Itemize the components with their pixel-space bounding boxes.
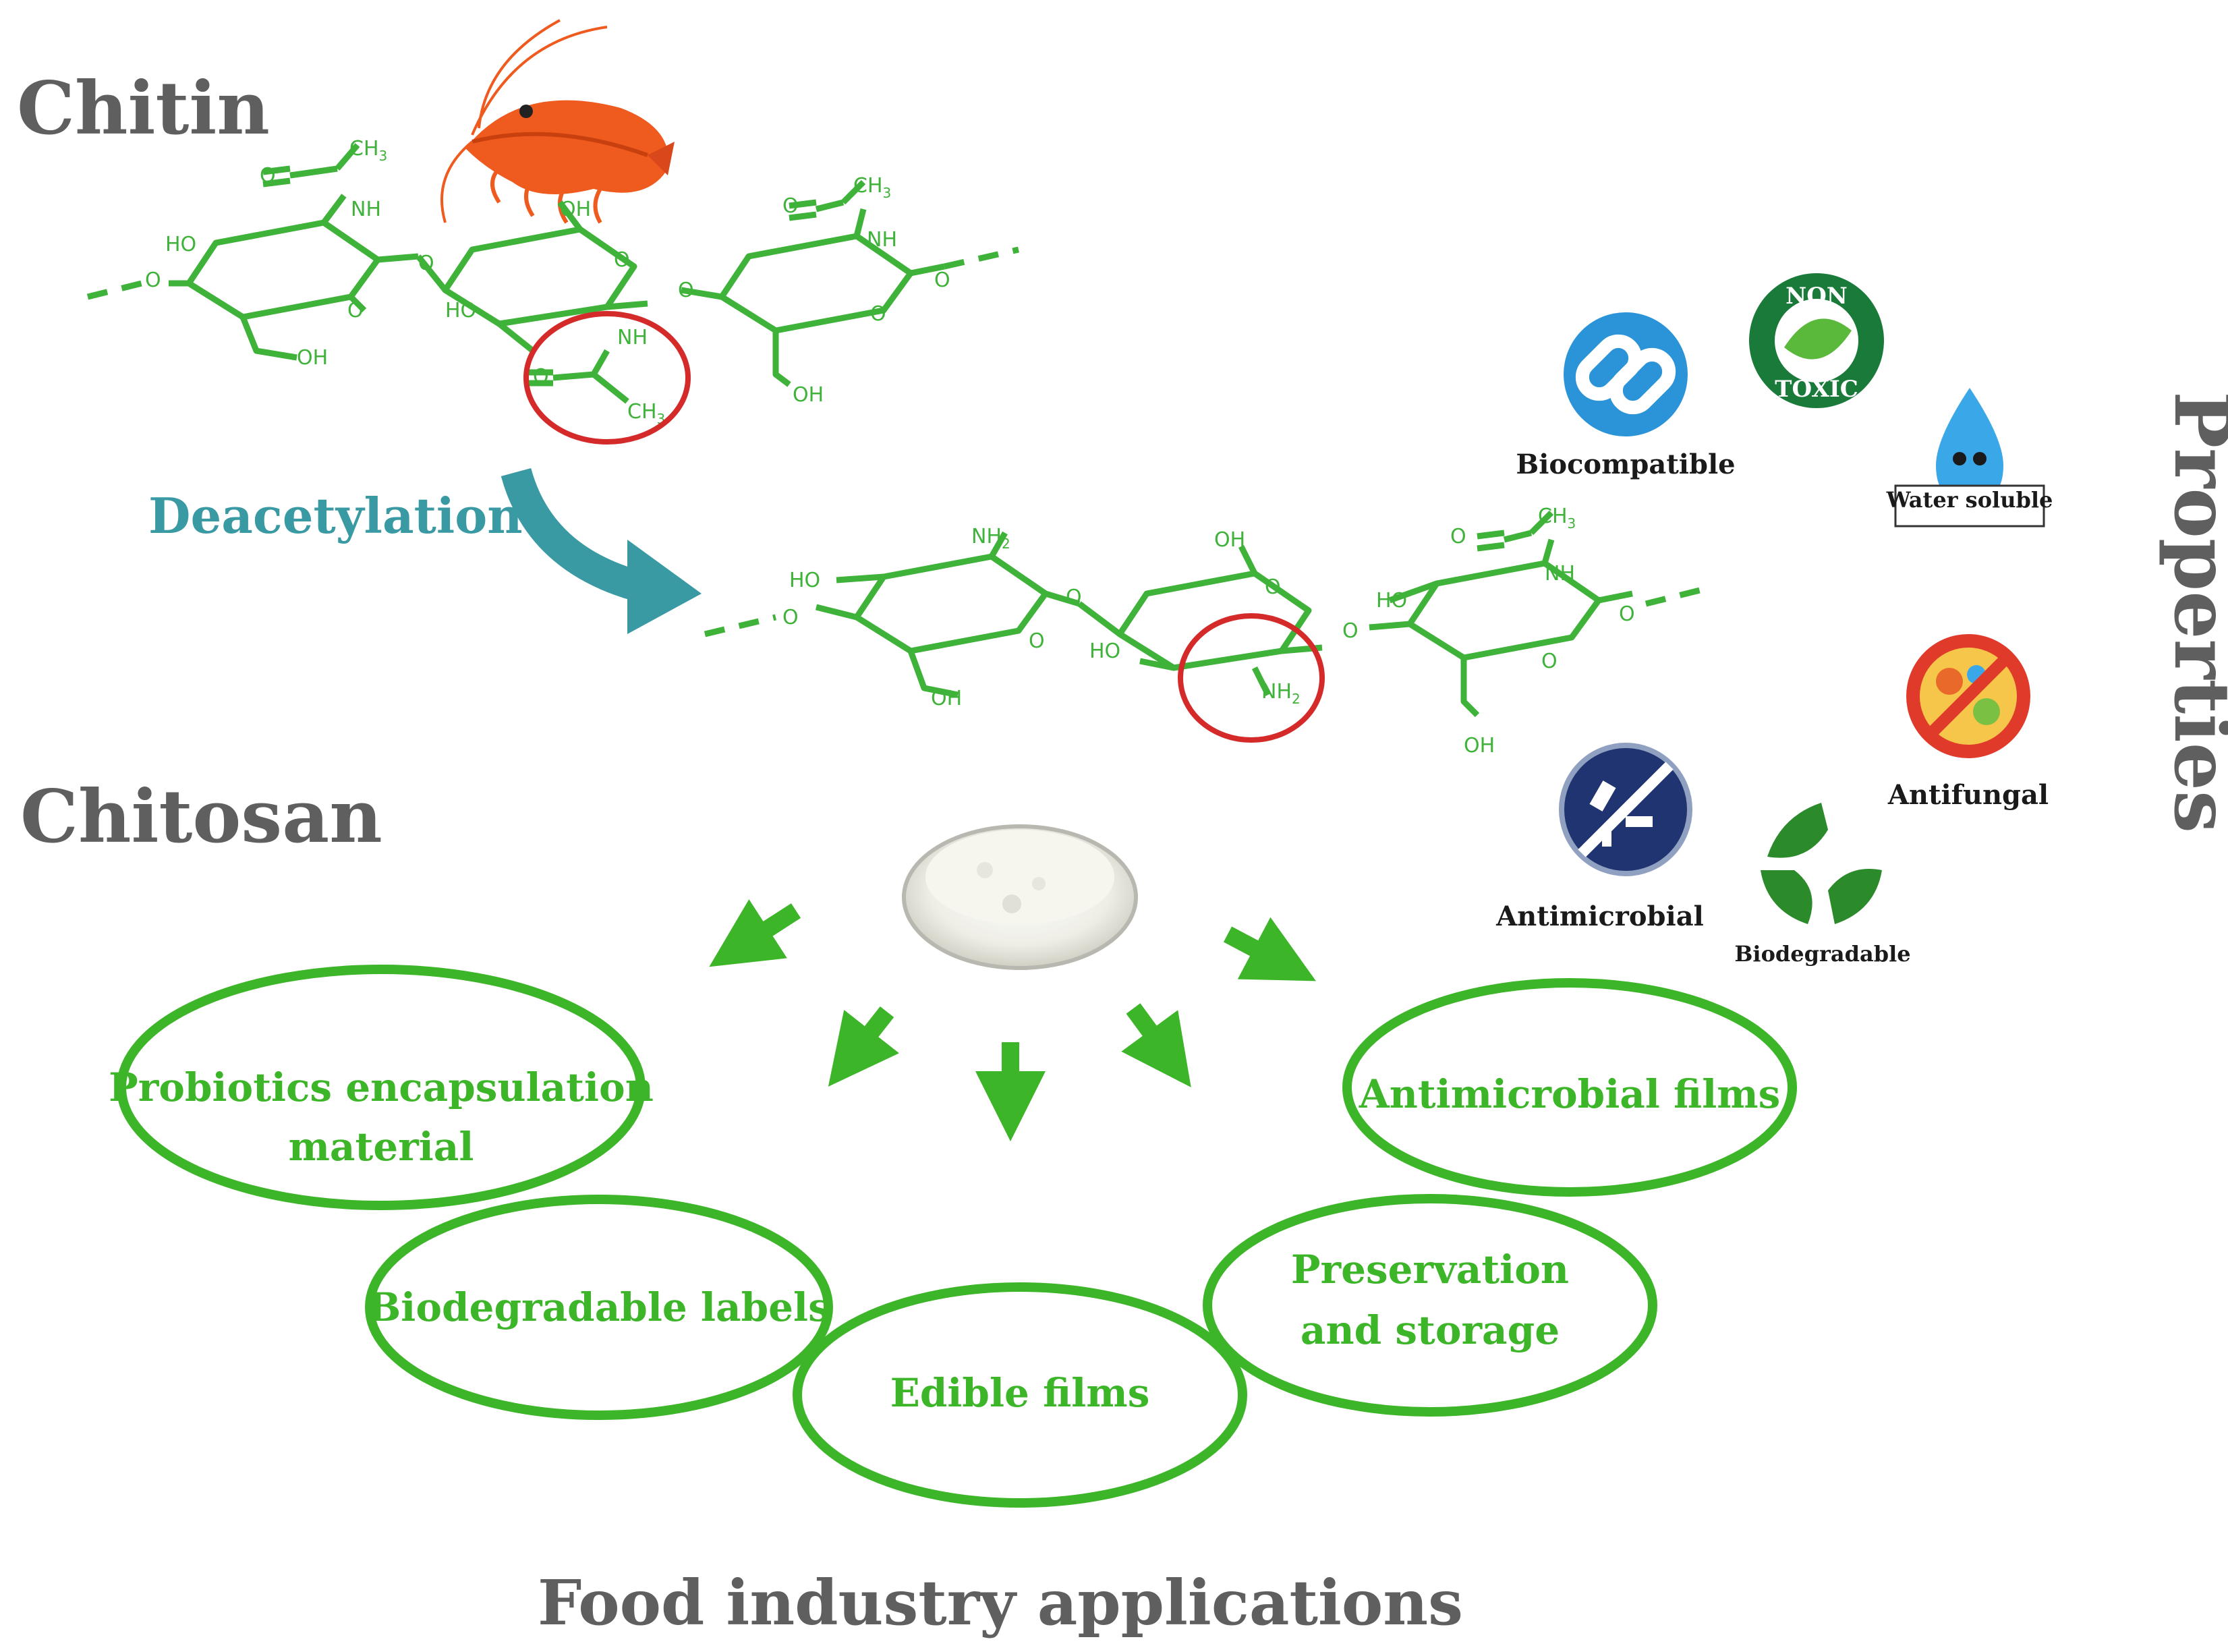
svg-text:O: O — [782, 606, 799, 629]
svg-text:Antimicrobial films: Antimicrobial films — [1359, 1071, 1781, 1117]
arrow-to-preservation — [1121, 1003, 1191, 1087]
svg-text:HO: HO — [165, 233, 196, 256]
svg-text:CH3: CH3 — [349, 137, 387, 164]
svg-text:OH: OH — [1214, 528, 1245, 552]
biodegradable-property: Biodegradable — [1734, 803, 1911, 967]
svg-text:Probiotics encapsulation: Probiotics encapsulation — [109, 1064, 654, 1110]
svg-text:O: O — [260, 164, 276, 188]
water-soluble-label: Water soluble — [1886, 487, 2053, 513]
antifungal-label: Antifungal — [1887, 779, 2049, 811]
water-soluble-property: Water soluble — [1886, 388, 2053, 528]
svg-text:OH: OH — [793, 383, 824, 407]
svg-text:Preservation: Preservation — [1291, 1247, 1569, 1292]
application-preservation: Preservation and storage — [1203, 1194, 1657, 1417]
svg-text:HO: HO — [789, 569, 820, 592]
svg-text:CH3: CH3 — [1538, 505, 1576, 532]
svg-text:O: O — [614, 248, 630, 272]
svg-text:NH: NH — [351, 198, 381, 221]
svg-text:TOXIC: TOXIC — [1775, 376, 1858, 403]
chitin-labels: CH3 O NH HO O O O OH OH O HO NH O CH3 O … — [145, 137, 950, 427]
svg-text:O: O — [870, 302, 886, 326]
deacetylation-label: Deacetylation — [148, 487, 523, 544]
chitosan-title: Chitosan — [20, 774, 382, 859]
svg-text:O: O — [1029, 629, 1045, 653]
svg-text:and storage: and storage — [1301, 1307, 1560, 1353]
svg-text:NH2: NH2 — [1261, 680, 1301, 707]
svg-text:O: O — [1619, 602, 1635, 626]
chitosan-structure — [704, 510, 1715, 718]
arrow-to-antimicrobial-films — [1223, 917, 1316, 981]
svg-text:O: O — [418, 252, 434, 275]
non-toxic-property: NON TOXIC — [1749, 273, 1884, 408]
antimicrobial-property: Antimicrobial — [1495, 743, 1704, 932]
antifungal-property: Antifungal — [1887, 634, 2049, 811]
svg-text:OH: OH — [931, 687, 962, 710]
svg-text:O: O — [1342, 619, 1359, 643]
arrow-to-probiotics — [709, 899, 801, 967]
svg-text:CH3: CH3 — [627, 400, 665, 427]
svg-text:NH2: NH2 — [971, 525, 1010, 552]
svg-text:NH: NH — [867, 228, 897, 252]
water-drop-icon — [1936, 388, 2003, 503]
svg-text:CH3: CH3 — [853, 174, 891, 201]
acetyl-highlight — [523, 311, 691, 445]
svg-text:Edible films: Edible films — [890, 1370, 1150, 1416]
petri-dish-icon — [902, 824, 1138, 970]
chitin-structure — [86, 143, 1019, 404]
footer-title: Food industry applications — [538, 1566, 1463, 1639]
leaf-icon — [1784, 318, 1852, 360]
amine-highlight — [1178, 613, 1325, 743]
biocompatible-label: Biocompatible — [1516, 449, 1735, 480]
svg-text:O: O — [782, 194, 799, 218]
svg-text:O: O — [145, 268, 161, 292]
svg-text:O: O — [1265, 575, 1281, 599]
svg-text:OH: OH — [560, 198, 591, 221]
svg-text:O: O — [347, 299, 364, 322]
svg-text:O: O — [1066, 586, 1082, 609]
svg-text:HO: HO — [1089, 639, 1120, 663]
properties-title: Properties — [2157, 391, 2228, 833]
chitosan-labels: NH2 HO O O O OH OH O HO NH2 O CH3 O NH H… — [782, 505, 1635, 758]
svg-text:O: O — [533, 365, 549, 389]
recycle-leaves-icon — [1761, 803, 1882, 924]
svg-text:NH: NH — [617, 326, 648, 349]
svg-text:NH: NH — [1545, 562, 1575, 586]
svg-text:HO: HO — [1376, 589, 1407, 613]
svg-text:OH: OH — [1464, 734, 1495, 758]
biodegradable-label: Biodegradable — [1734, 941, 1910, 967]
application-biodegradable-labels: Biodegradable labels — [365, 1195, 833, 1420]
chitin-title: Chitin — [17, 66, 270, 151]
application-antimicrobial-films: Antimicrobial films — [1342, 978, 1797, 1197]
svg-text:NON: NON — [1786, 283, 1848, 310]
arrow-to-biodegradable-labels — [828, 1006, 900, 1087]
deacetylation-arrow — [501, 467, 702, 634]
svg-text:Biodegradable labels: Biodegradable labels — [368, 1284, 830, 1330]
antimicrobial-label: Antimicrobial — [1495, 901, 1704, 932]
svg-text:O: O — [1450, 525, 1466, 548]
svg-text:O: O — [934, 268, 950, 292]
svg-text:HO: HO — [445, 299, 476, 322]
svg-text:O: O — [1541, 650, 1558, 673]
svg-text:O: O — [678, 279, 694, 302]
biocompatible-property: Biocompatible — [1516, 312, 1736, 480]
svg-text:OH: OH — [297, 346, 328, 370]
svg-text:material: material — [289, 1124, 474, 1170]
application-edible-films: Edible films — [793, 1282, 1247, 1508]
application-arrows — [709, 899, 1316, 1141]
shrimp-icon — [440, 19, 675, 224]
application-probiotics: Probiotics encapsulation material — [109, 965, 654, 1210]
